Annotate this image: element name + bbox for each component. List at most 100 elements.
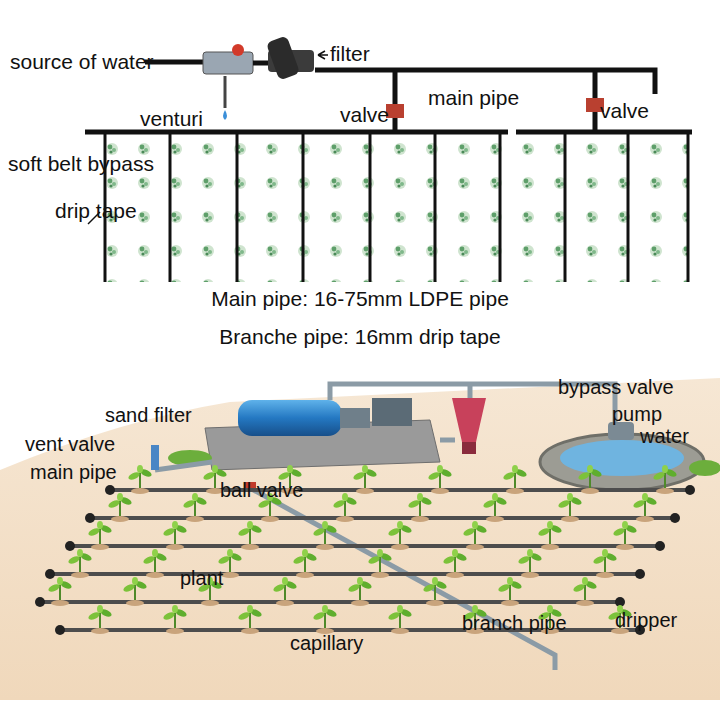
spec-note: Branche pipe: 16mm drip tape	[0, 325, 720, 349]
plant-sprout	[592, 549, 617, 578]
plant-sprout	[497, 577, 522, 606]
plant-sprout	[312, 521, 337, 550]
lateral-line	[50, 572, 640, 576]
cyclone-filter	[452, 398, 486, 442]
filter-cartridge	[266, 35, 300, 80]
part-label: plant	[180, 567, 223, 590]
plant-sprout	[612, 521, 637, 550]
plant-sprout	[67, 549, 92, 578]
plant-sprout	[332, 493, 357, 522]
plant-sprout	[107, 493, 132, 522]
drip-tape-line	[236, 132, 239, 282]
part-label: pump	[612, 403, 662, 426]
plant-sprout	[557, 493, 582, 522]
plant-sprout	[407, 493, 432, 522]
plant-sprout	[87, 521, 112, 550]
plant-sprout	[572, 577, 597, 606]
part-label: filter	[330, 42, 370, 66]
end-cap	[670, 513, 680, 523]
end-cap	[685, 485, 695, 495]
part-label: dripper	[615, 609, 677, 632]
part-label: source of water	[10, 50, 154, 74]
lateral-line	[110, 488, 690, 492]
end-cap	[55, 625, 65, 635]
sand-filter-tank	[238, 400, 342, 436]
drip-tape-line	[169, 132, 172, 282]
part-label: vent valve	[25, 433, 115, 456]
part-label: main pipe	[428, 86, 519, 110]
plant-sprout	[312, 605, 337, 634]
part-label: drip tape	[55, 199, 137, 223]
part-label: bypass valve	[558, 376, 674, 399]
plant-sprout	[482, 493, 507, 522]
end-cap	[655, 541, 665, 551]
drip-tape-line	[564, 132, 567, 282]
venturi-body	[203, 52, 253, 74]
part-label: sand filter	[105, 404, 192, 427]
plant-sprout	[87, 605, 112, 634]
plant-sprout	[292, 549, 317, 578]
plant-sprout	[352, 465, 377, 494]
plant-sprout	[652, 465, 677, 494]
venturi-drop	[224, 76, 227, 108]
plant-sprout	[577, 465, 602, 494]
venturi-handle	[232, 44, 244, 56]
end-cap	[635, 569, 645, 579]
part-label: soft belt bypass	[8, 152, 154, 176]
bush	[689, 460, 720, 476]
plant-sprout	[162, 605, 187, 634]
drip-tape-line	[687, 132, 690, 282]
end-cap	[105, 485, 115, 495]
water-drop	[223, 110, 227, 120]
lateral-line	[90, 516, 675, 520]
plant-sprout	[127, 465, 152, 494]
part-label: water	[640, 425, 689, 448]
plant-sprout	[367, 549, 392, 578]
plant-sprout	[502, 465, 527, 494]
plant-sprout	[47, 577, 72, 606]
plant-sprout	[347, 577, 372, 606]
plant-sprout	[387, 605, 412, 634]
drip-tape-line	[369, 132, 372, 282]
end-cap	[35, 597, 45, 607]
field-ground	[0, 378, 720, 700]
drip-tape-line	[627, 132, 630, 282]
pipe-joint	[253, 61, 268, 66]
planting-beds	[107, 136, 687, 282]
end-cap	[45, 569, 55, 579]
plant-sprout	[162, 521, 187, 550]
lateral-end-caps	[35, 485, 695, 635]
laterals	[40, 490, 690, 630]
spec-note: Main pipe: 16-75mm LDPE pipe	[0, 287, 720, 311]
lateral-line	[70, 544, 660, 548]
part-label: venturi	[140, 107, 203, 131]
plants	[47, 465, 677, 634]
vent-valve-post	[151, 445, 159, 470]
plant-sprout	[462, 521, 487, 550]
part-label: capillary	[290, 632, 363, 655]
plant-sprout	[142, 549, 167, 578]
drip-tape-line	[499, 132, 502, 282]
plant-sprout	[272, 577, 297, 606]
plant-sprout	[632, 493, 657, 522]
end-cap	[85, 513, 95, 523]
drip-tapes	[105, 132, 688, 282]
main-pipe-field	[155, 462, 555, 670]
part-label: ball valve	[220, 479, 303, 502]
end-cap	[65, 541, 75, 551]
plant-sprout	[182, 493, 207, 522]
part-label: branch pipe	[462, 612, 567, 635]
plant-sprout	[442, 549, 467, 578]
plant-sprout	[237, 605, 262, 634]
plant-sprout	[537, 521, 562, 550]
part-label: main pipe	[30, 461, 117, 484]
leader-arrow	[318, 51, 328, 59]
plant-sprout	[237, 521, 262, 550]
plant-sprout	[517, 549, 542, 578]
part-label: valve	[340, 103, 389, 127]
cyclone-base	[462, 442, 476, 454]
control-unit	[372, 398, 412, 426]
plant-sprout	[422, 577, 447, 606]
